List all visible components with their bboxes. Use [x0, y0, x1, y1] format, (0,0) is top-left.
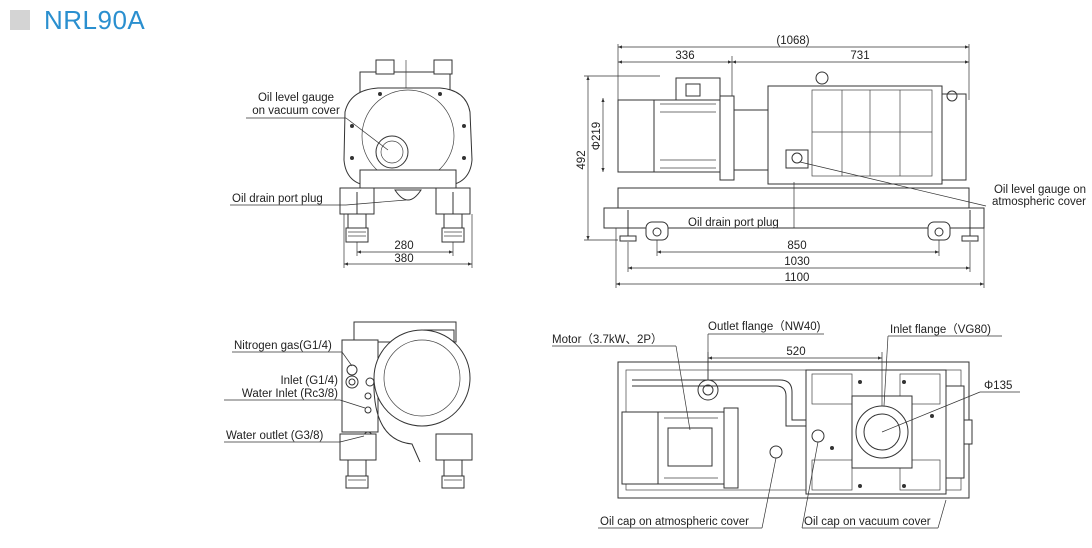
side-coupling — [733, 109, 769, 171]
rear-water-outlet-label: Water outlet (G3/8) — [226, 430, 324, 442]
front-pump-casing — [343, 87, 473, 187]
rear-nitrogen-label: Nitrogen gas(G1/4) — [234, 340, 332, 352]
front-oil-gauge-label-1: Oil level gauge — [258, 92, 334, 104]
side-dim-1030: 1030 — [784, 256, 810, 268]
top-pipe-2 — [632, 385, 806, 427]
side-motor-terminal-box — [675, 77, 721, 101]
rear-foot-left — [345, 459, 369, 489]
top-motor-body — [657, 411, 725, 485]
rear-inlet-label-1: Inlet (G1/4) — [280, 375, 338, 387]
rear-inlet-label-2: Water Inlet (Rc3/8) — [242, 388, 338, 400]
side-oil-gauge-label-2: atmospheric cover — [992, 196, 1086, 208]
side-dim-492: 492 — [576, 150, 588, 169]
side-dim-336: 336 — [675, 50, 694, 62]
header-square-marker — [10, 10, 30, 30]
page-title: NRL90A — [44, 4, 146, 35]
side-caster-right — [927, 221, 951, 241]
rear-base-left — [339, 433, 377, 461]
front-view: Oil level gauge on vacuum cover Oil drai… — [230, 59, 473, 268]
page-header: NRL90A — [10, 4, 145, 36]
top-oil-cap-vac-label: Oil cap on vacuum cover — [804, 516, 931, 528]
side-view: (1068) 336 731 492 Φ219 — [576, 35, 1086, 288]
side-lift-eye-1 — [815, 71, 829, 85]
side-dim-phi219: Φ219 — [591, 122, 603, 150]
top-inlet-flange-inner — [863, 413, 901, 451]
side-lift-eye-2 — [946, 90, 958, 102]
top-view: 520 Φ135 Motor（3.7kW、2P） Outlet flange（N… — [552, 320, 1020, 529]
rear-base-right — [435, 433, 473, 461]
front-foot-left — [345, 192, 369, 243]
side-dim-1100: 1100 — [785, 272, 810, 284]
side-motor-body — [653, 99, 721, 173]
top-oil-cap-atm-label: Oil cap on atmospheric cover — [600, 516, 749, 528]
side-base-frame-top — [617, 187, 970, 209]
top-outlet-flange-label: Outlet flange（NW40) — [708, 320, 821, 333]
rear-inlet-port — [364, 406, 372, 414]
side-caster-left — [645, 221, 669, 241]
front-drain-bulge — [394, 189, 422, 201]
side-oil-gauge-atm — [785, 149, 809, 169]
front-top-boss-right — [433, 59, 453, 75]
rear-water-pipe — [373, 377, 421, 463]
front-dim-380: 380 — [394, 253, 413, 265]
rear-foot-right — [441, 459, 465, 489]
front-top-boss-left — [375, 59, 395, 75]
side-pump-end-cover — [941, 93, 967, 181]
side-foot-right — [961, 210, 979, 242]
side-dim-850: 850 — [787, 240, 806, 252]
top-motor-fan-cover — [621, 411, 663, 485]
side-foot-left — [619, 210, 637, 242]
side-pump-body — [767, 85, 943, 185]
side-dim-1068: (1068) — [776, 35, 809, 47]
front-oil-gauge-window — [375, 135, 409, 169]
top-pipe-1 — [632, 379, 806, 421]
top-motor-flange — [723, 407, 739, 489]
rear-port-2 — [345, 375, 359, 389]
front-foot-right — [441, 192, 465, 243]
side-dim-731: 731 — [850, 50, 869, 62]
front-oil-gauge-label-2: on vacuum cover — [252, 105, 340, 117]
top-dim-phi135: Φ135 — [984, 380, 1012, 392]
rear-outer-circle — [373, 329, 471, 427]
top-motor-label: Motor（3.7kW、2P） — [552, 333, 663, 346]
side-motor-fan-cover — [617, 99, 659, 173]
rear-view: Nitrogen gas(G1/4) Inlet (G1/4) Water In… — [224, 321, 473, 489]
top-dim-520: 520 — [786, 346, 805, 358]
side-motor-flange — [719, 95, 735, 181]
rear-inner-circle — [383, 339, 461, 417]
side-oil-drain-label: Oil drain port plug — [688, 217, 779, 229]
front-dim-280: 280 — [394, 240, 413, 252]
rear-nitrogen-port — [346, 364, 358, 376]
side-oil-gauge-label-1: Oil level gauge on — [994, 184, 1086, 196]
front-lower-body — [359, 169, 457, 189]
rear-water-inlet-port — [364, 392, 372, 400]
front-oil-drain-label: Oil drain port plug — [232, 193, 323, 205]
top-inlet-flange-label: Inlet flange（VG80) — [890, 323, 991, 336]
top-end-boss — [963, 419, 973, 445]
